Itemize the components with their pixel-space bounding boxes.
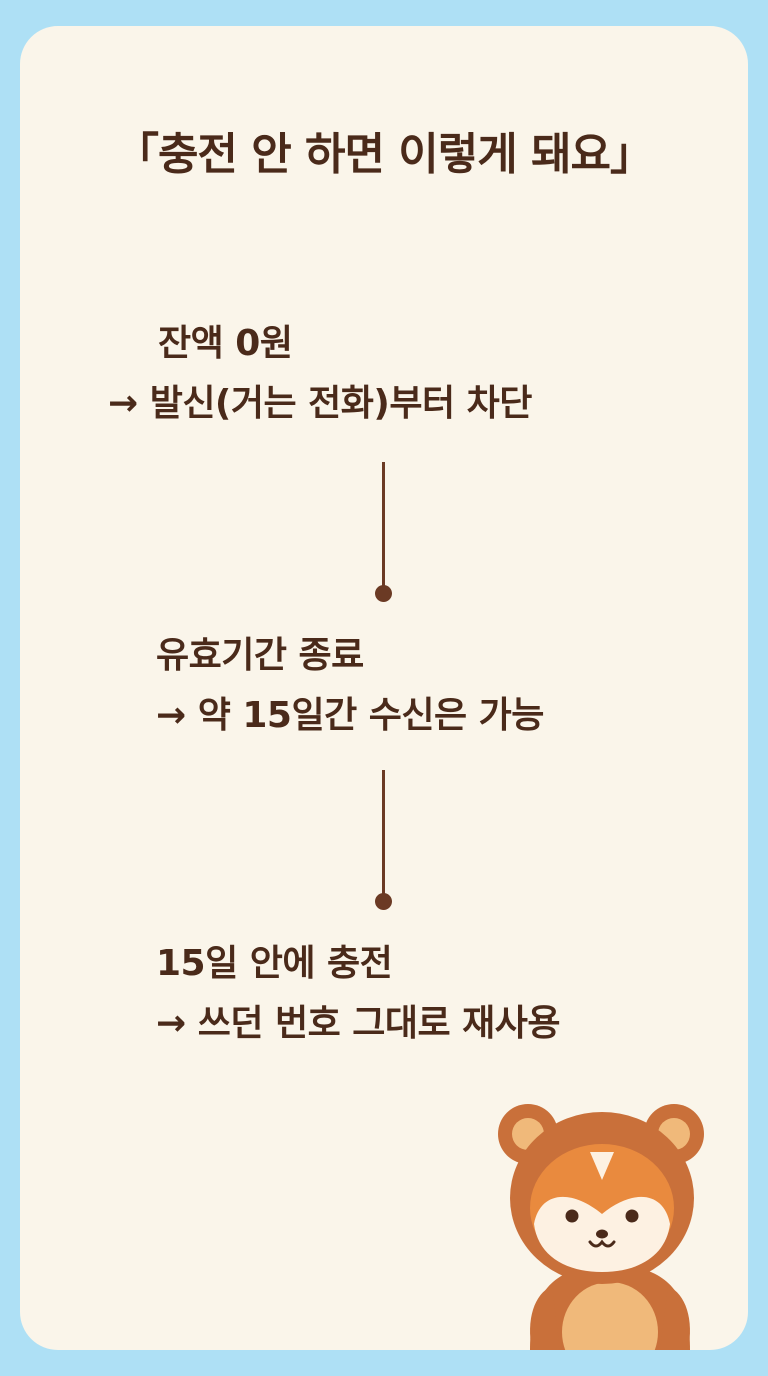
mascot-arm — [530, 1286, 560, 1350]
mascot-eye — [565, 1209, 579, 1223]
step-heading: 잔액 0원 — [158, 323, 293, 364]
mascot-nose — [596, 1229, 608, 1239]
step-result: → 약 15일간 수신은 가능 — [156, 695, 544, 736]
step-recharge: 15일 안에 충전 → 쓰던 번호 그대로 재사용 — [156, 934, 561, 1054]
timeline-connector — [374, 462, 394, 604]
step-heading: 유효기간 종료 — [156, 635, 364, 676]
bear-costume-fox-mascot-icon — [498, 1104, 704, 1350]
step-result: → 쓰던 번호 그대로 재사용 — [156, 1003, 561, 1044]
timeline-dot — [375, 893, 392, 910]
step-expiry: 유효기간 종료 → 약 15일간 수신은 가능 — [156, 626, 544, 746]
timeline-connector — [374, 770, 394, 912]
timeline-dot — [375, 585, 392, 602]
step-balance-zero: 잔액 0원 → 발신(거는 전화)부터 차단 — [108, 314, 532, 434]
mascot-arm — [660, 1286, 690, 1350]
timeline-line — [382, 462, 385, 588]
mascot-mouth — [588, 1239, 616, 1248]
mascot-eye — [625, 1209, 639, 1223]
timeline-line — [382, 770, 385, 896]
step-heading: 15일 안에 충전 — [156, 943, 393, 984]
step-result: → 발신(거는 전화)부터 차단 — [108, 383, 532, 424]
mascot-belly — [562, 1282, 658, 1350]
mascot-face-mark — [590, 1152, 614, 1180]
page-title: 「충전 안 하면 이렇게 돼요」 — [114, 129, 654, 180]
